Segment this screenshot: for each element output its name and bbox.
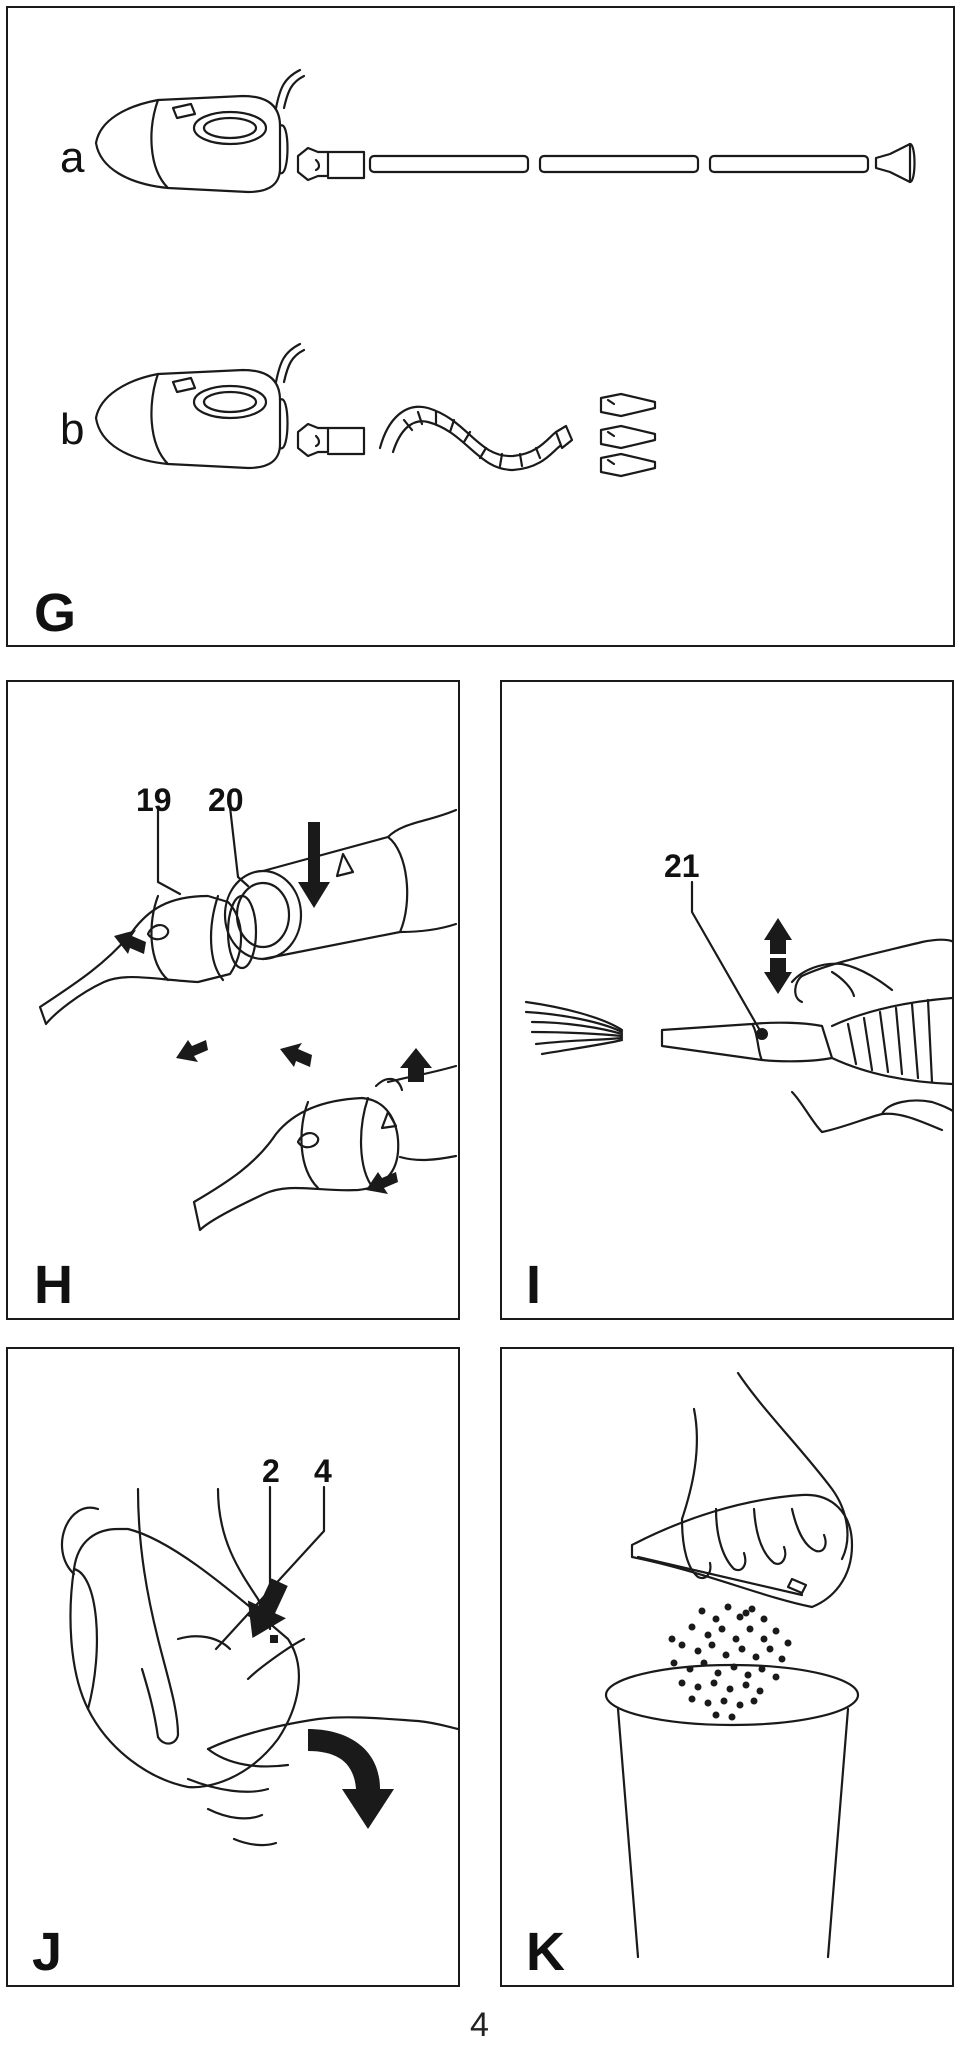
arrow-h-1 [114,930,146,954]
hand-lower-drawing [790,1090,952,1134]
callout-21: 21 [664,848,700,884]
panel-label: I [526,1255,542,1315]
arrow-h-3 [280,1043,312,1067]
arrow-press-2 [247,1578,288,1639]
vacuum-a-drawing [94,68,306,194]
hand-k-drawing [680,1371,849,1580]
row-b-label: b [60,405,85,454]
vacuum-body-j-drawing [69,1527,306,1789]
arrow-push-20 [298,822,330,908]
vacuum-b-drawing [94,342,306,470]
callout-2: 2 [262,1453,280,1489]
panel-j: 2 4 J [6,1347,460,1987]
arrow-adjust-up [764,918,792,940]
extension-tubes-a-drawing [368,154,870,174]
panel-i: 21 I [500,680,954,1320]
brush-bristles-drawing [524,1000,624,1056]
arrow-rotate-4 [308,1729,394,1829]
panel-j-illustration [60,1485,458,1847]
arrow-adjust-bar-top [770,940,786,954]
panel-label: J [32,1922,63,1982]
bin-k-drawing [604,1663,860,1959]
nozzle-upper-drawing [38,894,258,1026]
callout-4: 4 [314,1453,332,1489]
callout-19: 19 [136,782,172,818]
panel-label: G [34,583,77,643]
hand-upper-drawing [790,938,952,1004]
adjust-ring [756,1028,768,1040]
nozzle-brush-drawing [660,1021,834,1063]
dust-bowl-marker [270,1635,278,1643]
panel-k: K [500,1347,954,1987]
flexible-hose-b-drawing [378,405,574,472]
panel-h-illustration [38,805,458,1232]
row-a-label: a [60,133,85,182]
callout-20: 20 [208,782,244,818]
panel-k-illustration [604,1371,860,1959]
arrow-h-up [400,1048,432,1082]
arrow-h-4 [366,1172,398,1194]
dust-bowl-k-drawing [630,1493,854,1609]
floor-nozzle-a-drawing [874,142,916,184]
panel-i-illustration [524,880,952,1134]
hose-upper-drawing [223,808,458,961]
power-cord-j-drawing [60,1506,100,1576]
panel-label: K [526,1922,565,1982]
leader-20 [228,805,250,888]
panel-g: a b G [6,6,955,647]
page-number: 4 [470,2006,489,2044]
hand-bottom-j-drawing [186,1716,458,1847]
panel-g-illustration [94,68,916,478]
arrow-adjust-down [764,972,792,994]
leader-21 [690,880,764,1036]
leader-19 [156,805,182,896]
adapter-a-drawing [296,146,366,182]
falling-debris-drawing [668,1603,792,1721]
adapter-b-drawing [296,422,366,458]
arrow-adjust-bar-bottom [770,958,786,972]
hand-top-j-drawing [136,1487,261,1745]
nozzle-lower-drawing [192,1077,404,1232]
crevice-tools-b-drawing [599,392,657,478]
panel-h: 19 20 H [6,680,460,1320]
hose-i-drawing [830,996,952,1086]
arrow-h-2 [176,1040,208,1062]
panel-label: H [34,1255,73,1315]
